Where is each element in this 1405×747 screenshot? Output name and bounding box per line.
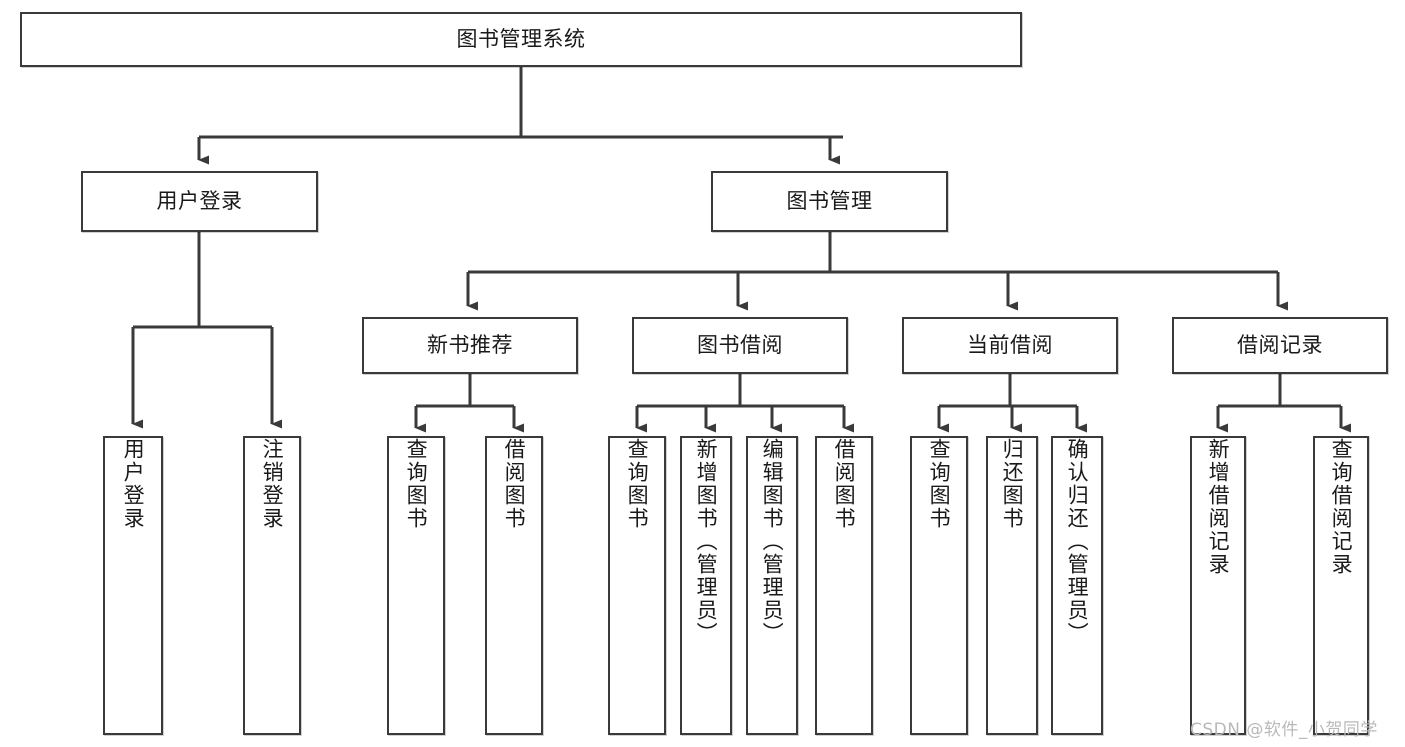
node-leaf-edit-book[interactable]: 编辑图书（管理员） [746,436,798,735]
node-leaf-borrow-book-1-label: 借阅图书 [502,438,527,530]
node-leaf-user-login-label: 用户登录 [121,438,146,530]
node-leaf-add-book-label: 新增图书（管理员） [694,438,719,645]
node-leaf-confirm-return[interactable]: 确认归还（管理员） [1051,436,1103,735]
node-leaf-add-record[interactable]: 新增借阅记录 [1190,436,1246,735]
node-leaf-add-book[interactable]: 新增图书（管理员） [680,436,732,735]
node-leaf-return-book[interactable]: 归还图书 [986,436,1038,735]
node-leaf-query-book-3[interactable]: 查询图书 [910,436,968,735]
node-leaf-borrow-book-1[interactable]: 借阅图书 [485,436,543,735]
node-leaf-query-record[interactable]: 查询借阅记录 [1313,436,1369,735]
node-new-book-rec-label: 新书推荐 [427,333,513,358]
node-leaf-logout[interactable]: 注销登录 [243,436,301,735]
node-leaf-user-login[interactable]: 用户登录 [103,436,163,735]
node-leaf-query-book-1-label: 查询图书 [404,438,429,530]
node-leaf-edit-book-label: 编辑图书（管理员） [760,438,785,645]
node-current-borrow-label: 当前借阅 [967,333,1053,358]
node-leaf-borrow-book-2[interactable]: 借阅图书 [815,436,873,735]
csdn-watermark: CSDN @软件_小贺同学 [1190,720,1378,740]
node-current-borrow[interactable]: 当前借阅 [902,317,1118,374]
node-root-label: 图书管理系统 [456,27,586,52]
node-root[interactable]: 图书管理系统 [20,12,1022,67]
node-book-manage[interactable]: 图书管理 [711,171,948,232]
node-leaf-return-book-label: 归还图书 [1000,438,1025,530]
node-leaf-confirm-return-label: 确认归还（管理员） [1065,438,1090,645]
node-user-login[interactable]: 用户登录 [81,171,318,232]
node-leaf-borrow-book-2-label: 借阅图书 [832,438,857,530]
node-borrow-record[interactable]: 借阅记录 [1172,317,1388,374]
node-book-borrow[interactable]: 图书借阅 [632,317,848,374]
node-new-book-rec[interactable]: 新书推荐 [362,317,578,374]
node-leaf-add-record-label: 新增借阅记录 [1206,438,1231,576]
node-user-login-label: 用户登录 [156,189,243,214]
node-leaf-query-book-1[interactable]: 查询图书 [387,436,445,735]
node-borrow-record-label: 借阅记录 [1237,333,1323,358]
node-book-manage-label: 图书管理 [786,189,873,214]
node-book-borrow-label: 图书借阅 [697,333,783,358]
node-leaf-query-book-2[interactable]: 查询图书 [608,436,666,735]
node-leaf-query-book-3-label: 查询图书 [927,438,952,530]
node-leaf-query-record-label: 查询借阅记录 [1329,438,1354,576]
node-leaf-logout-label: 注销登录 [260,438,285,530]
node-leaf-query-book-2-label: 查询图书 [625,438,650,530]
